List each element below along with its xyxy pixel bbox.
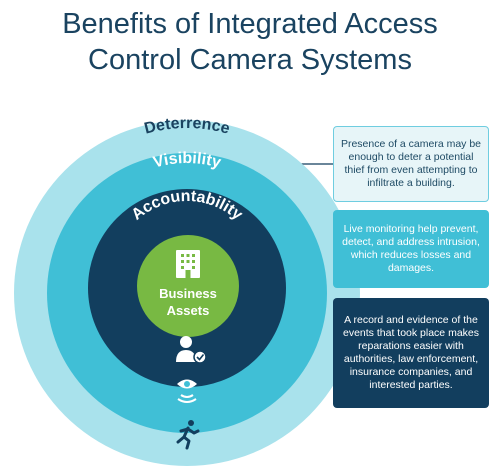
deterrence-description: Presence of a camera may be enough to de… — [340, 138, 482, 189]
visibility-description-box: Live monitoring help prevent, detect, an… — [333, 210, 489, 288]
business-assets-circle — [137, 235, 239, 337]
title-line-1: Benefits of Integrated Access — [62, 8, 438, 40]
page-title: Benefits of Integrated Access Control Ca… — [0, 6, 500, 78]
center-label-line-1: Business — [159, 286, 217, 301]
eye-signal-icon — [177, 379, 197, 403]
accountability-description: A record and evidence of the events that… — [343, 314, 479, 391]
deterrence-description-box: Presence of a camera may be enough to de… — [333, 126, 489, 202]
center-label-line-2: Assets — [167, 303, 210, 318]
accountability-description-box: A record and evidence of the events that… — [333, 298, 489, 408]
visibility-description: Live monitoring help prevent, detect, an… — [342, 223, 480, 274]
verified-user-icon — [176, 336, 207, 364]
running-person-icon — [176, 420, 200, 450]
visibility-label: Visibility — [151, 150, 222, 172]
deterrence-label: Deterrence — [143, 115, 232, 138]
office-building-icon — [176, 250, 200, 278]
title-line-2: Control Camera Systems — [88, 44, 412, 76]
